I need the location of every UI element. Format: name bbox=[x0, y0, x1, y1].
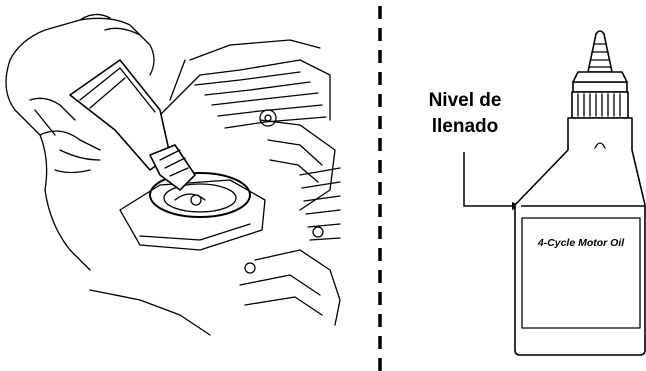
hand-holding-bottle bbox=[5, 13, 196, 271]
oil-fill-opening bbox=[149, 172, 251, 218]
bottle-label-text: 4-Cycle Motor Oil bbox=[537, 237, 625, 249]
oil-bottle: 4-Cycle Motor Oil bbox=[514, 30, 646, 356]
fill-level-label-line1: Nivel de bbox=[429, 90, 502, 111]
fill-level-label-line2: llenado bbox=[432, 116, 499, 137]
fill-level-arrow bbox=[463, 152, 522, 210]
fill-level-label: Nivel de llenado bbox=[429, 90, 502, 137]
cap-ridges bbox=[577, 93, 621, 117]
engine-oil-fill-illustration bbox=[5, 13, 341, 336]
engine-housing bbox=[89, 39, 341, 336]
bottle-label bbox=[521, 217, 641, 329]
